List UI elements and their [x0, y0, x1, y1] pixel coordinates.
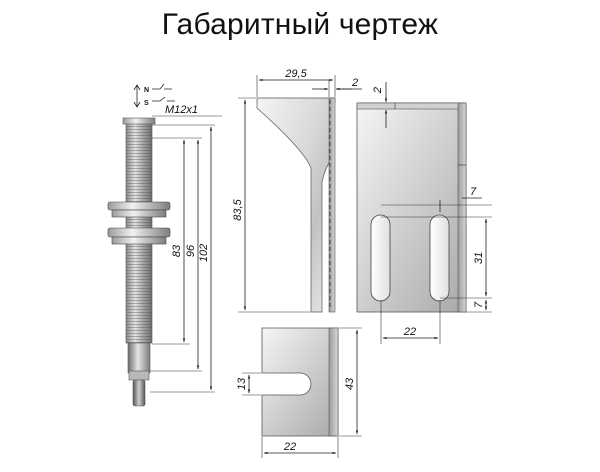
- mount-slot-right: [429, 214, 450, 302]
- dim-29-5: 29,5: [284, 68, 307, 80]
- bracket-side-view: 29,5 2 83,5: [232, 68, 362, 313]
- dim-spacing-22: 22: [403, 326, 416, 338]
- bracket-bottom-plate: [261, 327, 339, 437]
- bracket-side-plate: [256, 97, 336, 313]
- dim-slot-gap-7: 7: [470, 186, 477, 198]
- sensor-view: N S M12x1: [107, 83, 222, 407]
- dim-83: 83: [171, 244, 183, 257]
- mount-slot-left: [370, 214, 391, 302]
- dim-thickness-2: 2: [351, 77, 358, 89]
- label-s: S: [144, 100, 149, 107]
- dim-83-5: 83,5: [232, 198, 244, 220]
- bracket-bottom-view: 13 43 22: [236, 327, 362, 458]
- sensor-body: [127, 342, 151, 374]
- switch-symbol: N S: [133, 83, 175, 108]
- dim-96: 96: [185, 244, 197, 257]
- dim-102: 102: [198, 244, 210, 262]
- bracket-front-view: 2 7 31 7 22: [356, 82, 492, 344]
- dim-thread: M12x1: [165, 104, 198, 116]
- dim-slot-13: 13: [236, 377, 248, 390]
- page-title: Габаритный чертеж: [161, 8, 439, 41]
- dim-slot-31: 31: [473, 252, 485, 264]
- dim-width-22: 22: [283, 441, 296, 453]
- sensor-nut-upper: [107, 201, 171, 218]
- sensor-cable: [132, 379, 146, 407]
- label-n: N: [144, 87, 149, 94]
- dim-height-43: 43: [344, 377, 356, 390]
- dim-bottom-7: 7: [473, 301, 485, 308]
- sensor-nut-lower: [107, 227, 171, 245]
- dim-top-2: 2: [372, 87, 384, 94]
